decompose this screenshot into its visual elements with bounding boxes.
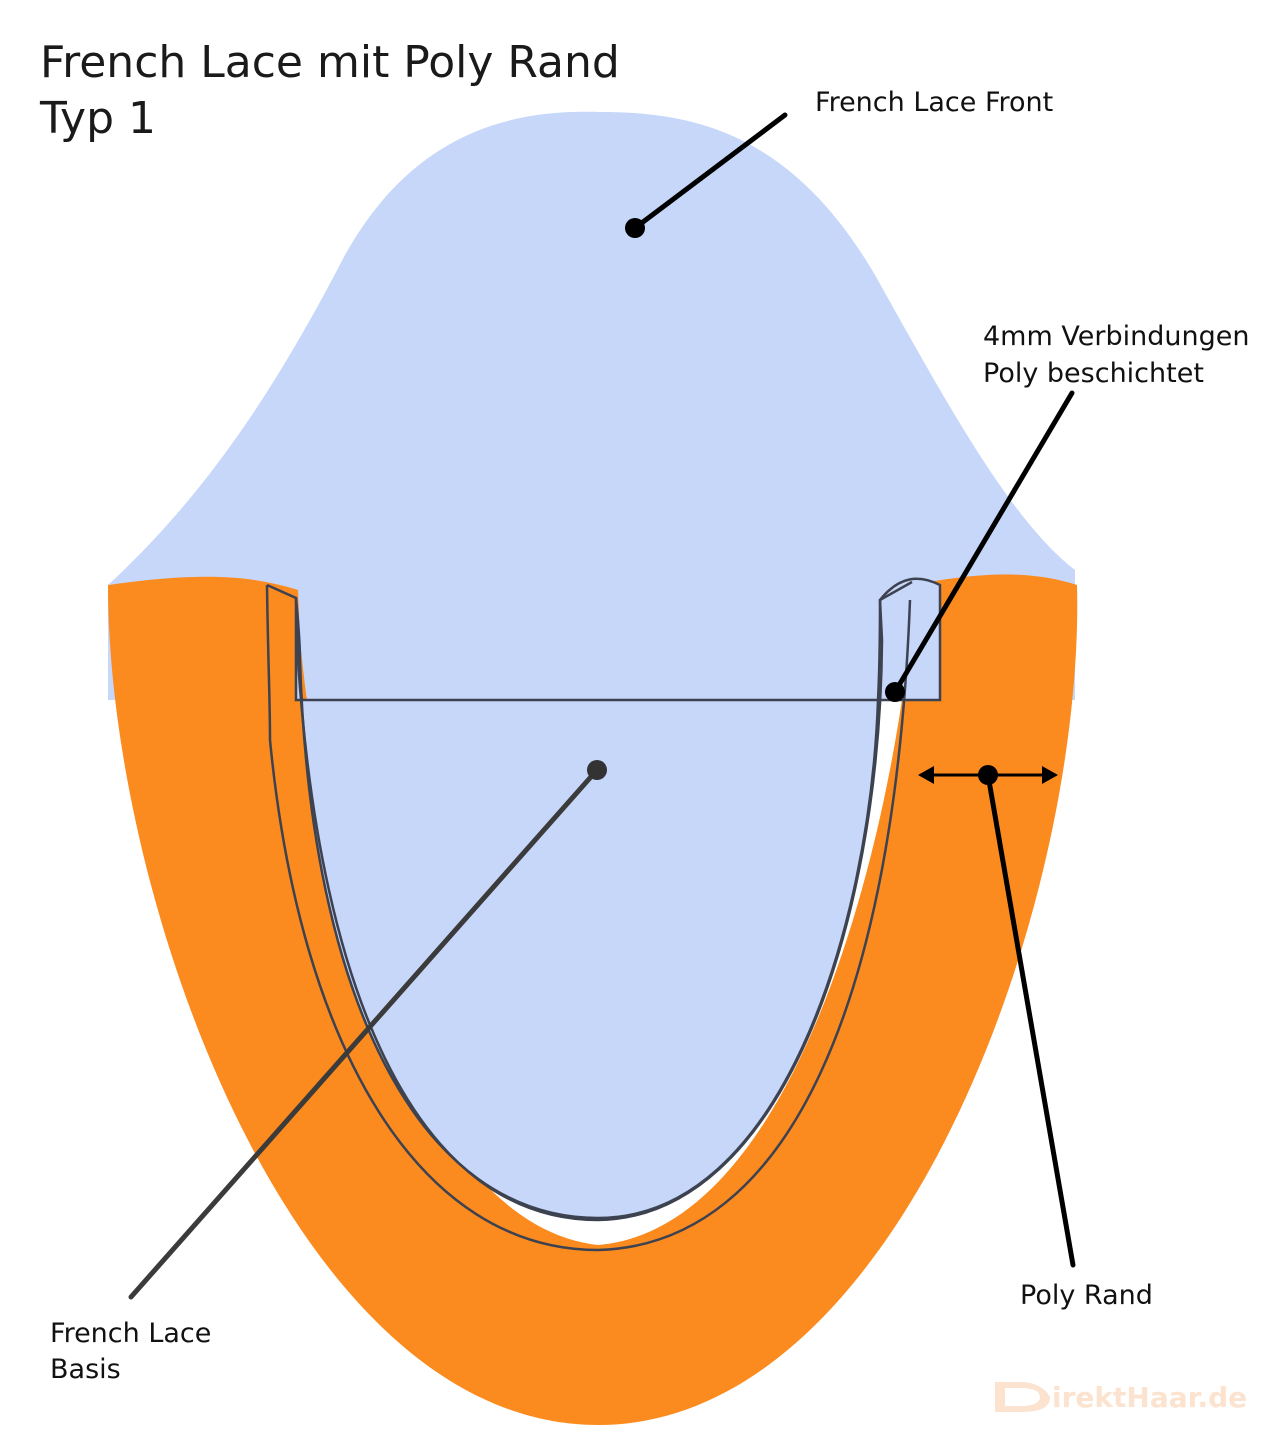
watermark-text: irektHaar.de [1052, 1381, 1247, 1414]
leader-front-dot [625, 218, 645, 238]
leader-base-dot [587, 760, 607, 780]
leader-connection [892, 390, 1075, 695]
leader-rim [985, 772, 1076, 1268]
leader-base [128, 767, 600, 1300]
diagram-title-line1: French Lace mit Poly Rand [40, 37, 620, 88]
connection-strip-left [265, 584, 912, 1252]
rim-width-arrowhead-left [918, 766, 934, 784]
label-base-line2: Basis [50, 1354, 121, 1385]
label-poly-rim: Poly Rand [1020, 1280, 1153, 1311]
watermark: irektHaar.de [995, 1381, 1247, 1414]
poly-rim-band [108, 574, 1078, 1425]
label-french-lace-front: French Lace Front [815, 87, 1053, 118]
d-logo-icon [995, 1382, 1050, 1412]
leader-front [632, 112, 788, 231]
leader-rim-dot [978, 765, 998, 785]
label-connection-line1: 4mm Verbindungen [983, 321, 1249, 352]
french-lace-front-area [108, 111, 1075, 700]
rim-width-arrowhead-right [1042, 766, 1058, 784]
label-connection-line2: Poly beschichtet [983, 358, 1204, 389]
connection-strip-inner [266, 580, 913, 1222]
leader-connection-dot [885, 682, 905, 702]
label-base-line1: French Lace [50, 1318, 211, 1349]
diagram-title-line2: Typ 1 [39, 93, 156, 144]
